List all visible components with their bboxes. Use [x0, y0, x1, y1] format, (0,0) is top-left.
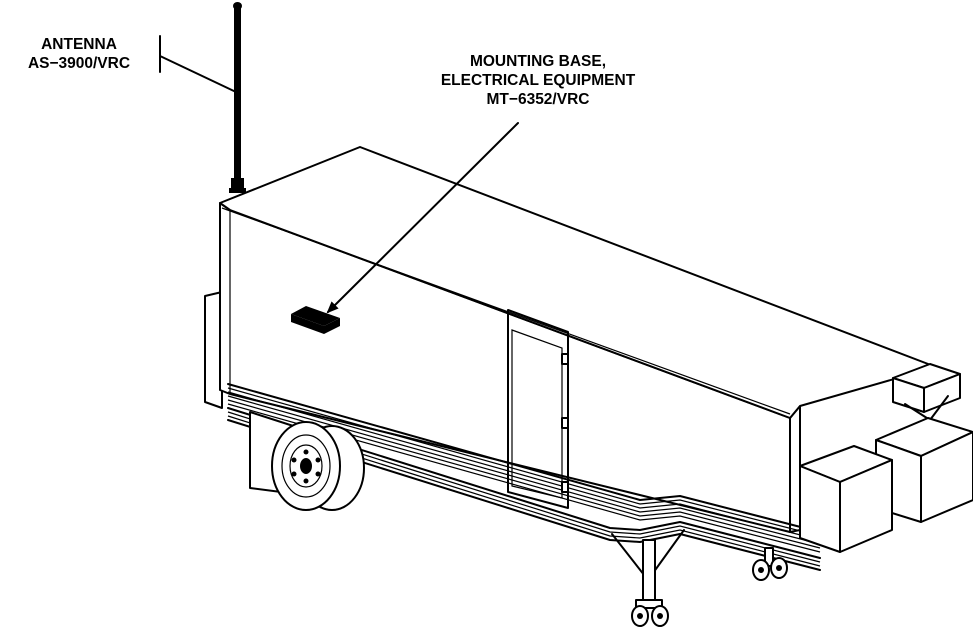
- antenna-leader: [159, 35, 237, 93]
- antenna-label-model: AS−3900/VRC: [27, 55, 131, 72]
- chassis-frame: [227, 383, 821, 571]
- mounting-base-label-name: MOUNTING BASE,: [469, 53, 607, 70]
- rear-equipment-boxes: [799, 363, 973, 553]
- antenna-callout: ANTENNA AS−3900/VRC: [0, 35, 158, 73]
- mounting-base-leader: [326, 122, 519, 314]
- side-door: [507, 309, 569, 509]
- mounting-base-callout: MOUNTING BASE, ELECTRICAL EQUIPMENT MT−6…: [398, 52, 678, 109]
- front-storage-box: [204, 291, 223, 409]
- antenna-label-name: ANTENNA: [41, 36, 117, 53]
- front-landing-gear: [611, 529, 685, 627]
- mounting-base-label-type: ELECTRICAL EQUIPMENT: [440, 72, 636, 89]
- trailer-roof: [219, 146, 937, 419]
- road-wheel: [271, 421, 365, 511]
- mounting-base-unit: [291, 306, 340, 334]
- mounting-base-label-model: MT−6352/VRC: [486, 91, 590, 108]
- rear-caster-wheels: [752, 547, 788, 581]
- antenna-mast: [229, 2, 246, 193]
